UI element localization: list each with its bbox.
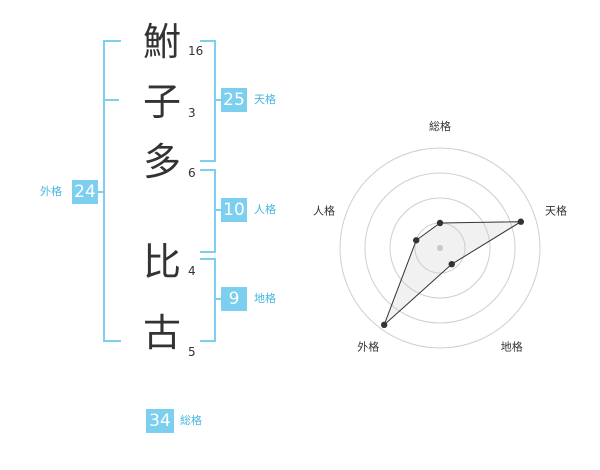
stroke-count-5: 5 [188, 345, 196, 359]
tenkaku-badge: 25 [221, 88, 247, 112]
name-char-3: 多 [142, 140, 181, 184]
radar-axis-label-3: 地格 [501, 340, 523, 354]
tenkaku-label: 天格 [254, 93, 276, 106]
chikaku-connector [216, 298, 222, 300]
radar-ring-2 [389, 197, 491, 299]
name-char-4: 比 [142, 240, 181, 284]
stroke-count-1: 16 [188, 44, 204, 58]
radar-axis-label-4: 外格 [357, 340, 379, 354]
radar-point-5 [413, 237, 420, 244]
jinkaku-label: 人格 [254, 203, 276, 216]
soukaku-label: 総格 [180, 414, 202, 427]
chikaku-badge: 9 [221, 287, 247, 311]
name-char-1: 鮒 [142, 20, 181, 64]
gaikaku-connector [97, 191, 103, 193]
gaikaku-label: 外格 [40, 185, 62, 198]
gaikaku-tick-upper [105, 99, 119, 101]
radar-point-1 [436, 219, 444, 227]
radar-point-3 [448, 260, 455, 268]
chikaku-bracket [200, 258, 216, 342]
radar-point-2 [517, 218, 525, 225]
tenkaku-bracket [200, 40, 216, 162]
radar-axis-label-2: 天格 [545, 203, 567, 217]
radar-center-dot [437, 245, 443, 251]
name-char-2: 子 [142, 80, 181, 124]
jinkaku-badge: 10 [221, 198, 247, 222]
name-char-5: 古 [142, 311, 181, 355]
stroke-count-2: 3 [188, 106, 196, 120]
tenkaku-connector [216, 99, 222, 101]
jinkaku-bracket [200, 169, 216, 253]
radar-area [383, 221, 523, 326]
stroke-count-3: 6 [188, 166, 196, 180]
soukaku-badge: 34 [146, 409, 174, 433]
radar-ring-4 [339, 147, 541, 349]
radar-axis-label-5: 人格 [313, 203, 335, 217]
chikaku-label: 地格 [254, 292, 276, 305]
radar-ring-3 [364, 172, 516, 324]
radar-axis-label-1: 総格 [429, 119, 451, 133]
gaikaku-bracket [103, 40, 121, 342]
gaikaku-badge: 24 [72, 180, 98, 204]
stroke-count-4: 4 [188, 264, 196, 278]
radar-point-4 [380, 321, 388, 329]
jinkaku-connector [216, 209, 222, 211]
